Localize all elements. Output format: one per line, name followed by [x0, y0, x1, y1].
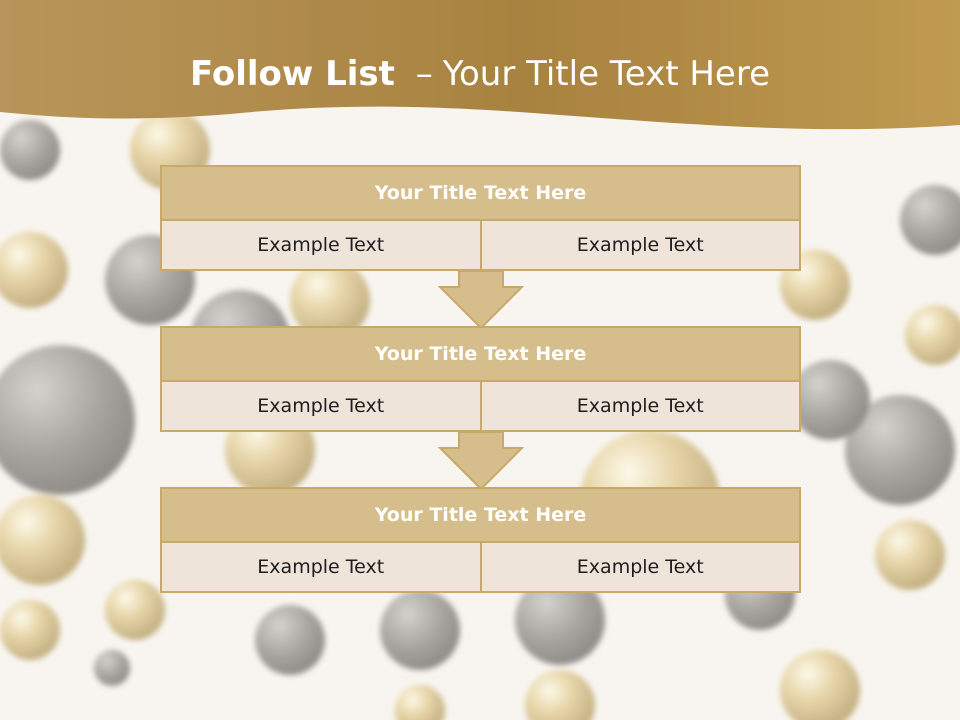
block-cell-right: Example Text: [479, 221, 801, 271]
block-title: Your Title Text Here: [160, 326, 801, 382]
down-arrow-icon: [438, 432, 524, 490]
block-cell-right: Example Text: [479, 382, 801, 432]
block-cells: Example Text Example Text: [160, 221, 801, 271]
slide-title-separator: –: [415, 54, 433, 94]
block-title: Your Title Text Here: [160, 487, 801, 543]
block-cells: Example Text Example Text: [160, 543, 801, 593]
slide-title-bold: Follow List: [189, 54, 395, 94]
slide-title-rest: Your Title Text Here: [442, 54, 771, 94]
block-cell-left: Example Text: [160, 543, 482, 593]
list-block-3: Your Title Text Here Example Text Exampl…: [160, 487, 801, 593]
block-title: Your Title Text Here: [160, 165, 801, 221]
block-cell-right: Example Text: [479, 543, 801, 593]
block-cell-left: Example Text: [160, 221, 482, 271]
block-cell-left: Example Text: [160, 382, 482, 432]
down-arrow-icon: [438, 271, 524, 329]
block-cells: Example Text Example Text: [160, 382, 801, 432]
slide-title: Follow List –Your Title Text Here: [0, 54, 960, 94]
list-block-2: Your Title Text Here Example Text Exampl…: [160, 326, 801, 432]
list-block-1: Your Title Text Here Example Text Exampl…: [160, 165, 801, 271]
